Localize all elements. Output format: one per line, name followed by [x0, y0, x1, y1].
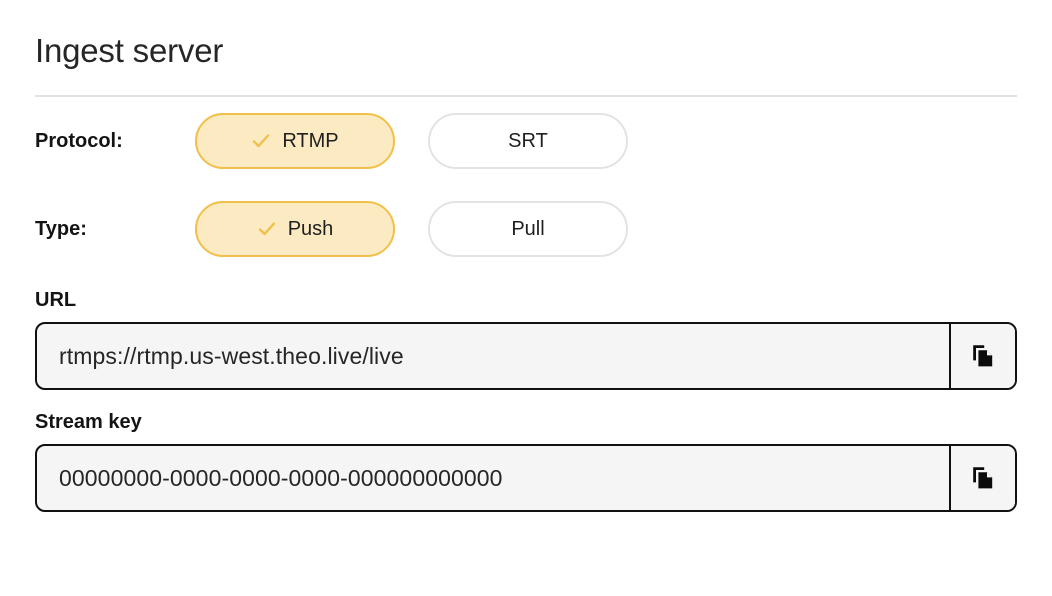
type-option-push[interactable]: Push: [195, 201, 395, 258]
protocol-option-srt[interactable]: SRT: [428, 113, 628, 170]
header-divider: [35, 95, 1017, 98]
url-label: URL: [35, 289, 77, 312]
type-option-pull[interactable]: Pull: [428, 201, 628, 258]
type-option-push-label: Push: [287, 217, 334, 240]
stream-key-value[interactable]: 00000000-0000-0000-0000-000000000000: [59, 464, 503, 491]
stream-key-label: Stream key: [35, 411, 142, 434]
url-field[interactable]: rtmps://rtmp.us-west.theo.live/live: [35, 322, 1017, 391]
type-row: Type: Push Pull: [35, 200, 1017, 258]
copy-url-button[interactable]: [949, 324, 1015, 389]
protocol-row: Protocol: RTMP SRT: [35, 112, 1017, 170]
copy-stream-key-button[interactable]: [949, 446, 1015, 511]
protocol-option-rtmp-label: RTMP: [282, 129, 339, 152]
copy-icon: [973, 467, 993, 489]
url-field-block: URL rtmps://rtmp.us-west.theo.live/live: [35, 289, 1017, 391]
protocol-label: Protocol:: [35, 130, 123, 153]
stream-key-field-block: Stream key 00000000-0000-0000-0000-00000…: [35, 411, 1017, 513]
protocol-option-rtmp[interactable]: RTMP: [195, 113, 395, 170]
copy-icon: [973, 345, 993, 367]
url-value[interactable]: rtmps://rtmp.us-west.theo.live/live: [59, 342, 404, 369]
page-title: Ingest server: [35, 32, 224, 69]
protocol-option-srt-label: SRT: [508, 129, 548, 152]
check-icon: [257, 219, 277, 239]
stream-key-field[interactable]: 00000000-0000-0000-0000-000000000000: [35, 444, 1017, 513]
check-icon: [251, 131, 271, 151]
type-label: Type:: [35, 218, 87, 241]
type-option-pull-label: Pull: [511, 217, 545, 240]
